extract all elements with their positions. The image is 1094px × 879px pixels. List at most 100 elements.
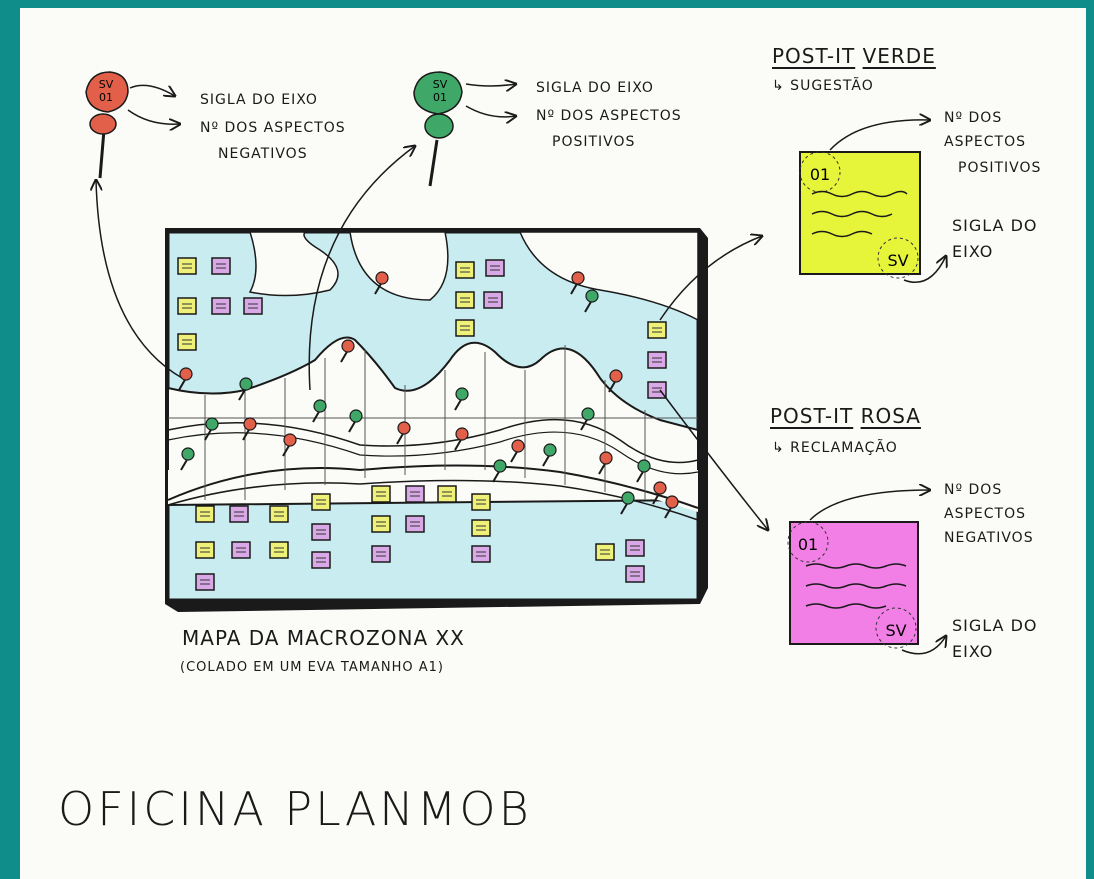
map-postit-yellow — [471, 519, 491, 537]
map-postit-lines — [652, 327, 662, 333]
map-postit-yellow — [177, 257, 197, 275]
map-postit-yellow — [455, 291, 475, 309]
map-postit-lines — [248, 303, 258, 309]
map-pin-red — [609, 369, 623, 383]
map-pin-red — [283, 433, 297, 447]
map-postit-lines — [410, 521, 420, 527]
postit-rosa-sigla-a: SIGLA DO — [952, 616, 1038, 635]
red-pin-aspects-label-b: NEGATIVOS — [218, 146, 308, 162]
map-pin-green — [621, 491, 635, 505]
red-pin-icon: SV 01 — [85, 71, 129, 179]
map-postit-lines — [476, 525, 486, 531]
map-postit-lines — [460, 267, 470, 273]
map-postit-purple — [195, 573, 215, 591]
map-pin-green — [313, 399, 327, 413]
map-pin-green — [239, 377, 253, 391]
map-postit-yellow — [647, 321, 667, 339]
green-pin-sigla-label: SIGLA DO EIXO — [536, 80, 654, 96]
map-postit-yellow — [455, 319, 475, 337]
map-postit-purple — [483, 291, 503, 309]
map-postit-yellow — [269, 505, 289, 523]
map-postit-purple — [485, 259, 505, 277]
map-postit-lines — [376, 491, 386, 497]
map-pin-red — [455, 427, 469, 441]
map-pin-red — [179, 367, 193, 381]
map-pin-green — [455, 387, 469, 401]
map-pin-green — [205, 417, 219, 431]
map-postit-lines — [630, 571, 640, 577]
postit-rosa-title-b: ROSA — [860, 404, 921, 428]
map-postit-lines — [274, 547, 284, 553]
postit-rosa-card: 01 SV — [787, 521, 919, 649]
map-postit-yellow — [371, 515, 391, 533]
map-pin-green — [349, 409, 363, 423]
postit-verde-note-b: ASPECTOS — [944, 134, 1026, 150]
map-postit-purple — [625, 539, 645, 557]
map-postit-yellow — [471, 493, 491, 511]
postit-rosa-subtitle: ↳ RECLAMAÇÃO — [772, 440, 898, 456]
map-postit-yellow — [371, 485, 391, 503]
green-pin-label-top: SV — [433, 78, 448, 91]
postit-rosa-eixo: SV — [885, 621, 906, 640]
map-postit-purple — [647, 381, 667, 399]
map-postit-purple — [243, 297, 263, 315]
map-postit-lines — [200, 547, 210, 553]
map-postit-lines — [200, 511, 210, 517]
map-postit-lines — [316, 529, 326, 535]
green-pin-label-bottom: 01 — [433, 91, 447, 104]
map-pin-red — [397, 421, 411, 435]
map-postit-lines — [442, 491, 452, 497]
red-pin-sigla-label: SIGLA DO EIXO — [200, 92, 318, 108]
postit-rosa-title-a: POST-IT — [770, 404, 854, 428]
map-pin-red — [653, 481, 667, 495]
postit-verde-title-a: POST-IT — [772, 44, 856, 68]
map-postit-yellow — [311, 493, 331, 511]
map-postit-lines — [216, 263, 226, 269]
map-postit-purple — [229, 505, 249, 523]
map-postit-lines — [216, 303, 226, 309]
map-postit-lines — [316, 499, 326, 505]
map-postit-lines — [274, 511, 284, 517]
postit-verde-note-a: Nº DOS — [944, 110, 1003, 126]
map-postit-yellow — [195, 505, 215, 523]
map-postit-lines — [490, 265, 500, 271]
postit-rosa-number: 01 — [798, 535, 818, 554]
map-board — [165, 228, 708, 612]
map-pins — [178, 271, 679, 519]
map-postit-lines — [182, 339, 192, 345]
map-postit-lines — [410, 491, 420, 497]
map-postit-purple — [211, 257, 231, 275]
map-postits — [177, 257, 667, 591]
map-postit-purple — [405, 515, 425, 533]
map-postit-purple — [371, 545, 391, 563]
postit-rosa-note-c: NEGATIVOS — [944, 530, 1034, 546]
postit-rosa-note-a: Nº DOS — [944, 482, 1003, 498]
map-postit-lines — [460, 297, 470, 303]
map-postit-purple — [211, 297, 231, 315]
map-pin-red — [665, 495, 679, 509]
postit-verde-title: POST-IT VERDE — [772, 44, 936, 68]
map-postit-yellow — [177, 333, 197, 351]
map-postit-lines — [476, 499, 486, 505]
map-postit-lines — [376, 551, 386, 557]
map-pin-green — [581, 407, 595, 421]
red-pin-label-top: SV — [99, 78, 114, 91]
postit-rosa-title: POST-IT ROSA — [770, 404, 921, 428]
map-postit-lines — [488, 297, 498, 303]
map-postit-purple — [471, 545, 491, 563]
map-postit-lines — [476, 551, 486, 557]
map-postit-lines — [652, 387, 662, 393]
map-postit-lines — [652, 357, 662, 363]
map-postit-purple — [405, 485, 425, 503]
map-pin-green — [585, 289, 599, 303]
postit-rosa-sigla-b: EIXO — [952, 642, 994, 661]
map-postit-lines — [182, 303, 192, 309]
postit-verde-eixo: SV — [887, 251, 908, 270]
postit-verde-note-c: POSITIVOS — [958, 160, 1042, 176]
map-postit-lines — [182, 263, 192, 269]
map-pin-red — [571, 271, 585, 285]
map-postit-lines — [316, 557, 326, 563]
map-postit-yellow — [177, 297, 197, 315]
map-pin-green — [543, 443, 557, 457]
map-pin-red — [375, 271, 389, 285]
